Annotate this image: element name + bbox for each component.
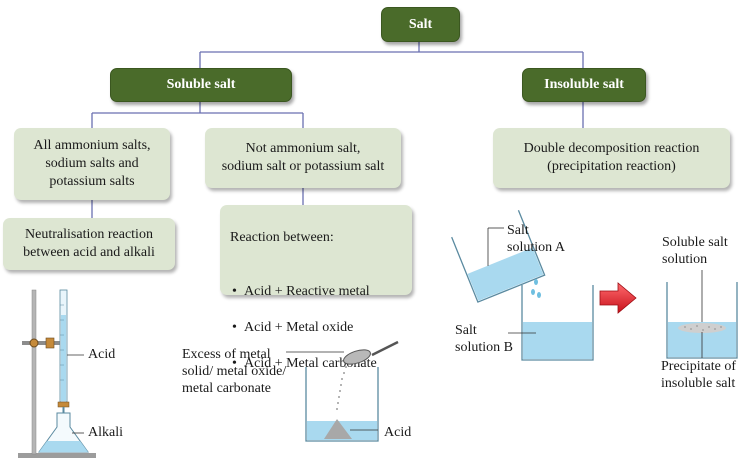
insoluble-salt-node: Insoluble salt (522, 68, 646, 102)
precipitate (678, 323, 726, 333)
reaction-title: Reaction between: (230, 230, 334, 245)
salt-solution-a-label: Salt solution A (507, 223, 565, 255)
reaction-between-node: Reaction between: Acid + Reactive metal … (220, 205, 412, 373)
burette-tap (57, 401, 70, 408)
acid-beaker-label: Acid (384, 425, 412, 440)
beaker-b (521, 285, 594, 361)
acid-burette-label: Acid (88, 347, 116, 362)
drop (531, 289, 535, 295)
spoon-bowl (343, 349, 371, 365)
stand-base (18, 453, 96, 458)
metal-solid-pile (324, 419, 352, 439)
excess-metal-label: Excess of metal solid/ metal oxide/ meta… (182, 347, 287, 396)
reaction-item: Acid + Reactive metal (232, 283, 377, 301)
soluble-salt-solution-label: Soluble salt solution (662, 235, 728, 267)
neutralisation-node: Neutralisation reaction between acid and… (3, 218, 175, 270)
beaker (305, 367, 379, 442)
spoon-handle (371, 340, 399, 357)
red-arrow-icon (599, 282, 637, 314)
salt-node: Salt (381, 7, 460, 42)
clamp-arm (22, 341, 64, 345)
salt-solution-b-label: Salt solution B (455, 323, 513, 355)
precipitate-beaker-illustration (666, 270, 738, 359)
pouring-illustration (451, 209, 594, 361)
beaker-a (451, 209, 546, 303)
not-ammonium-salt-node: Not ammonium salt, sodium salt or potass… (205, 128, 401, 188)
ammonium-salts-node: All ammonium salts, sodium salts and pot… (14, 128, 170, 200)
stand-rod (31, 289, 37, 455)
drop (534, 279, 538, 285)
alkali-label: Alkali (88, 425, 123, 440)
metal-beaker-illustration (286, 340, 399, 442)
precipitate-label: Precipitate of insoluble salt (661, 359, 737, 391)
double-decomposition-node: Double decomposition reaction (precipita… (493, 128, 730, 188)
drop (537, 292, 541, 298)
reaction-list: Acid + Reactive metal Acid + Metal oxide… (230, 265, 377, 391)
titration-apparatus-illustration (18, 289, 96, 458)
soluble-salt-node: Soluble salt (110, 68, 292, 102)
reaction-item: Acid + Metal oxide (232, 319, 377, 337)
